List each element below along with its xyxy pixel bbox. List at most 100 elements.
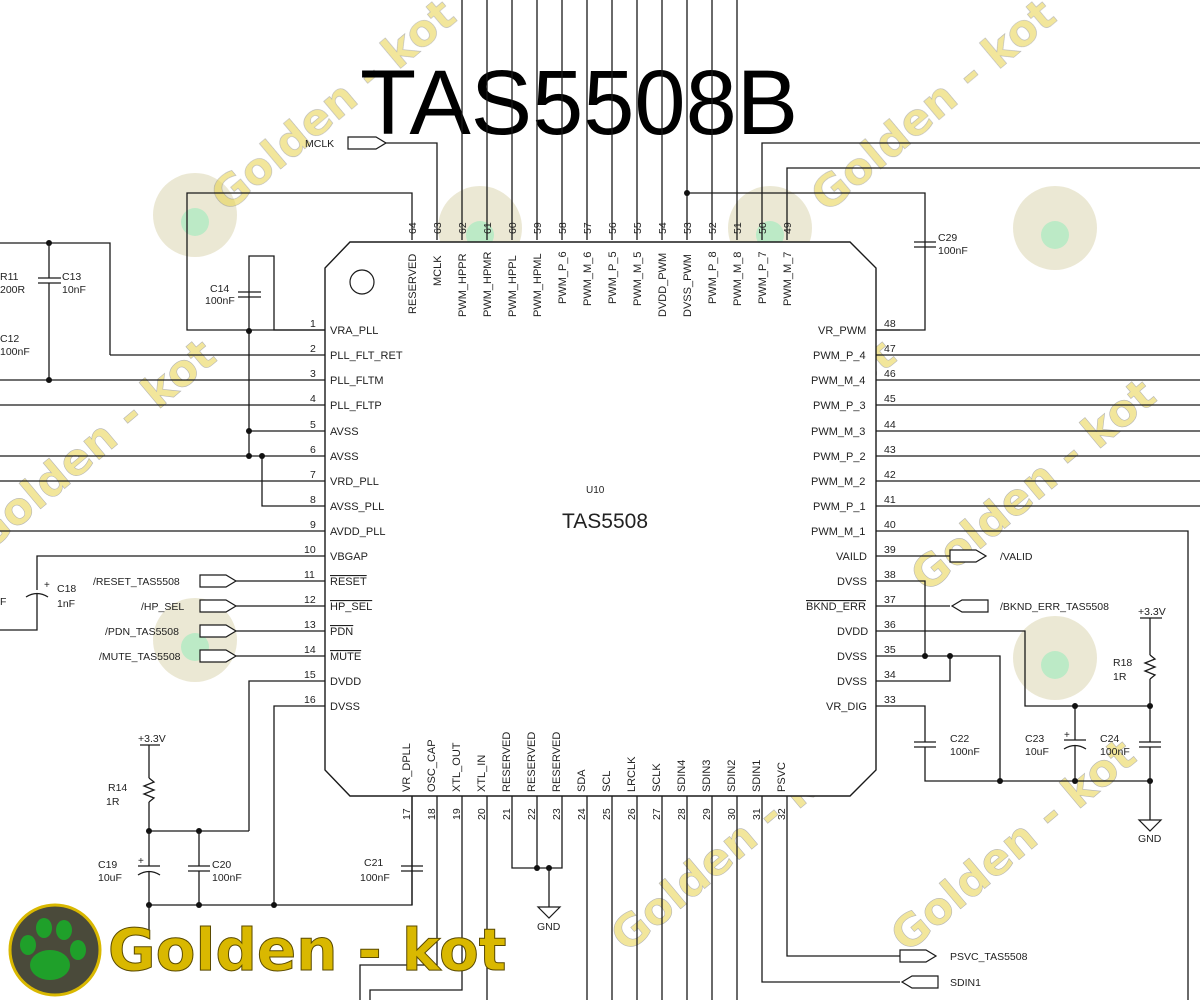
pin-label: 46: [884, 368, 896, 380]
pin-label: SDA: [576, 769, 588, 792]
c19-value: 10uF: [98, 872, 122, 884]
pin-label: 35: [884, 644, 896, 656]
pin-label: 22: [526, 808, 538, 820]
pin-label: 36: [884, 619, 896, 631]
page-title: TAS5508B: [360, 52, 798, 154]
bottom-left-network: +3.3V R14 1R + C19 10uF C20 100nF C21 10…: [98, 733, 423, 935]
psvc-port[interactable]: PSVC_TAS5508: [899, 949, 1028, 963]
pin-label: 12: [304, 594, 316, 606]
pin-label: PWM_HPPL: [507, 255, 519, 317]
pin-label: 34: [884, 669, 896, 681]
mclk-port[interactable]: MCLK: [305, 136, 388, 150]
right-ports: /VALID /BKND_ERR_TAS5508: [949, 549, 1109, 613]
pin-label: DVDD: [330, 676, 361, 688]
pin-label: 40: [884, 519, 896, 531]
bottom-right-ports: PSVC_TAS5508 SDIN1: [899, 949, 1028, 989]
pin-label: 8: [310, 494, 316, 506]
pin-label: LRCLK: [626, 756, 638, 792]
pin-label: 48: [884, 318, 896, 330]
pin-label: 18: [426, 808, 438, 820]
chip-u10[interactable]: U10 TAS5508: [324, 241, 877, 797]
pin-label: 24: [576, 808, 588, 820]
pin-label: 55: [632, 222, 644, 234]
valid-port[interactable]: /VALID: [949, 549, 1033, 563]
pin-label: PWM_HPML: [532, 253, 544, 317]
pin-label: BKND_ERR: [806, 601, 866, 613]
hp-sel-port[interactable]: /HP_SEL: [141, 599, 238, 613]
pin-20: 20 XTL_IN: [476, 755, 488, 820]
pin-label: XTL_IN: [476, 755, 488, 792]
pin-label: OSC_CAP: [426, 739, 438, 792]
c18-left-fragment: F: [0, 596, 6, 608]
pin-label: DVSS: [837, 651, 867, 663]
c23-ref: C23: [1025, 733, 1044, 745]
pin-label: 45: [884, 393, 896, 405]
pin-label: PWM_P_1: [813, 501, 866, 513]
bknd-err-port[interactable]: /BKND_ERR_TAS5508: [950, 599, 1109, 613]
c22-ref: C22: [950, 733, 969, 745]
pin-label: 53: [682, 222, 694, 234]
pin-label: PLL_FLTP: [330, 400, 382, 412]
logo-text: Golden - kot: [108, 916, 507, 984]
pin-24: 24 SDA: [576, 769, 588, 820]
gnd-icon: [536, 906, 562, 919]
pin-label: /BKND_ERR_TAS5508: [1000, 601, 1109, 613]
pin-label: SDIN1: [751, 760, 763, 792]
paw-icon: [20, 918, 86, 980]
c14-ref: C14: [210, 283, 229, 295]
r18-ref: R18: [1113, 657, 1132, 669]
pin-label: PLL_FLT_RET: [330, 350, 403, 362]
top-wires: [186, 0, 1200, 331]
pin-label: 51: [732, 222, 744, 234]
c12-value: 100nF: [0, 346, 30, 358]
watermark-text: Golden - kot: [0, 329, 226, 562]
pin-label: 13: [304, 619, 316, 631]
r14-ref: R14: [108, 782, 127, 794]
c21-ref: C21: [364, 857, 383, 869]
pin-label: PWM_P_3: [813, 400, 866, 412]
pin-label: PWM_P_6: [557, 251, 569, 304]
c18-ref: C18: [57, 583, 76, 595]
svg-text:+: +: [44, 580, 50, 591]
pin1-marker-icon: [349, 269, 375, 295]
bottom-pins: GND: [359, 796, 900, 1000]
pin-label: 14: [304, 644, 316, 656]
pin-label: 60: [507, 222, 519, 234]
pin-label: /RESET_TAS5508: [93, 576, 180, 588]
pin-label: /HP_SEL: [141, 601, 184, 613]
reset-port[interactable]: /RESET_TAS5508: [93, 574, 238, 588]
pin-label: 49: [782, 222, 794, 234]
pdn-port[interactable]: /PDN_TAS5508: [105, 624, 238, 638]
pin-label: PWM_M_1: [811, 526, 865, 538]
pin-label: AVSS_PLL: [330, 501, 384, 513]
pin-label: 20: [476, 808, 488, 820]
sdin1-port[interactable]: SDIN1: [900, 975, 981, 989]
pin-label: SDIN2: [726, 760, 738, 792]
mute-port[interactable]: /MUTE_TAS5508: [99, 649, 238, 663]
mclk-label: MCLK: [305, 138, 334, 150]
